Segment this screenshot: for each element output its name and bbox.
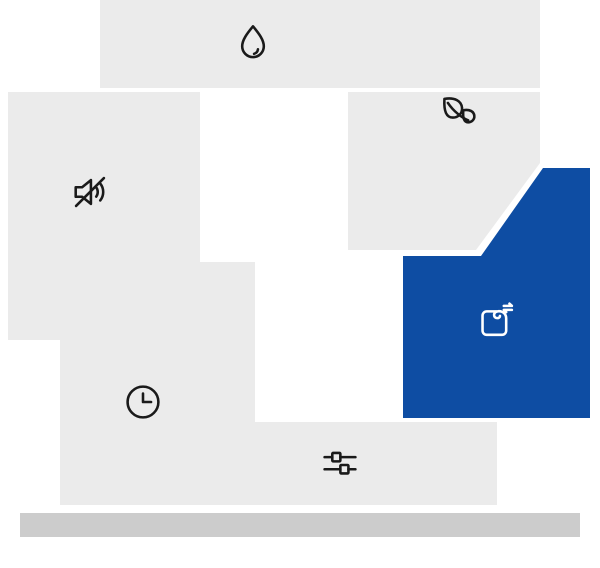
- water-drop-icon: [231, 21, 275, 65]
- clock-icon: [121, 380, 165, 424]
- sliders-icon: [318, 441, 362, 485]
- bottom-bar: [20, 513, 580, 537]
- tile-settings[interactable]: [60, 422, 497, 505]
- tile-water[interactable]: [100, 0, 540, 88]
- eco-leaves-icon: [436, 92, 480, 135]
- speaker-muted-icon: [68, 170, 112, 214]
- tub-clean-icon: [473, 300, 517, 344]
